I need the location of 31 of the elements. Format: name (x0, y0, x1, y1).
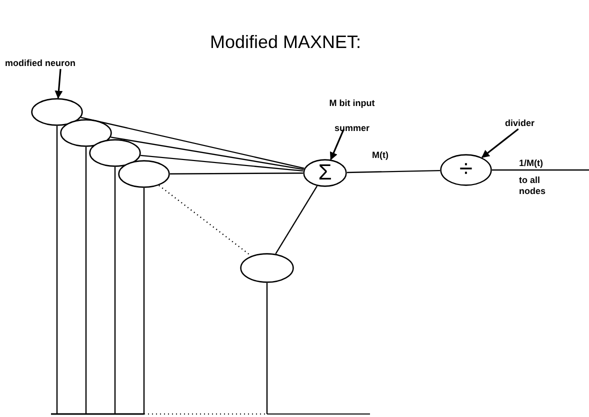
sigma-symbol: Σ (318, 162, 332, 184)
connection-line (85, 147, 87, 414)
connection-line (56, 126, 58, 414)
connection-line (140, 154, 304, 172)
leader-arrow (481, 128, 519, 158)
note-text: to all nodes (519, 175, 547, 197)
connection-line (275, 186, 318, 254)
dotted-connection-line (158, 184, 252, 256)
neuron-ellipse (118, 160, 170, 188)
leader-arrow (54, 68, 63, 99)
connection-line (110, 136, 304, 170)
neuron-ellipse (240, 253, 294, 283)
callout-text: modified neuron (5, 57, 117, 69)
connection-line (114, 167, 116, 414)
neuron-ellipse (89, 139, 141, 167)
callout-text: divider (505, 117, 547, 129)
connection-line (143, 188, 145, 414)
connection-line (80, 116, 304, 169)
summer-node (303, 159, 347, 187)
connection-line (492, 169, 589, 171)
connection-line (346, 170, 440, 174)
callout-text: M bit input summer (322, 91, 382, 141)
connection-line (266, 283, 268, 414)
edge-label: M(t) (372, 150, 388, 161)
division-symbol: ÷ (459, 158, 473, 182)
neuron-ellipse (60, 119, 112, 147)
neuron-ellipse (31, 98, 83, 126)
edge-label: 1/M(t) (519, 158, 543, 169)
leader-arrow (330, 128, 345, 160)
diagram-title: Modified MAXNET: (210, 32, 362, 53)
connection-line (170, 172, 303, 174)
